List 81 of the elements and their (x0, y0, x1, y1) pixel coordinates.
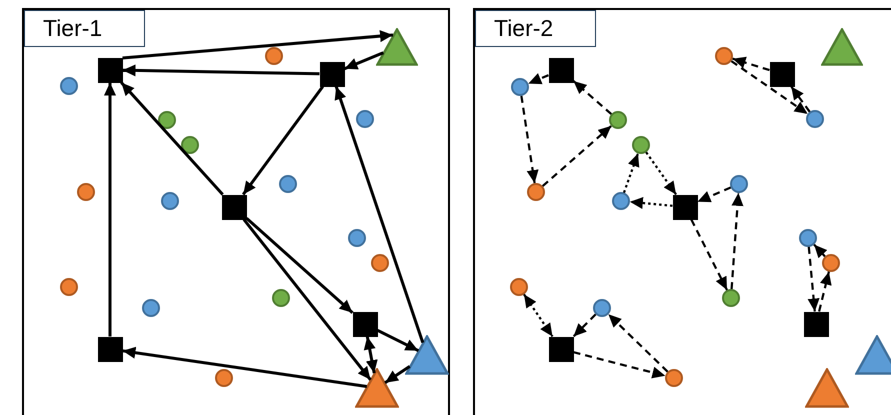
circle-node (77, 183, 95, 201)
circle-node (161, 192, 179, 210)
arrow (573, 351, 666, 378)
arrow (120, 82, 224, 196)
arrow (528, 73, 549, 85)
square-node (770, 62, 794, 86)
triangle-node (355, 368, 399, 408)
circle-node (142, 299, 160, 317)
arrow (364, 336, 378, 374)
arrow (376, 328, 420, 352)
triangle-node (376, 28, 418, 66)
arrow (645, 152, 677, 196)
circle-node (632, 136, 650, 154)
square-node (548, 336, 574, 362)
arrow (818, 271, 832, 312)
arrow (384, 365, 411, 384)
panel-title: Tier-1 (24, 10, 145, 47)
square-node (98, 336, 122, 362)
circle-node (215, 369, 233, 387)
arrow (730, 192, 744, 290)
arrow (122, 346, 368, 388)
square-node (320, 62, 344, 86)
arrow (572, 314, 596, 338)
circle-node (181, 136, 199, 154)
arrow (242, 86, 324, 196)
tier-panel (22, 8, 450, 415)
arrow (572, 80, 612, 115)
square-node (804, 312, 828, 336)
arrow (697, 186, 732, 203)
circle-node (265, 47, 283, 65)
square-node (222, 194, 246, 220)
arrow (690, 219, 728, 290)
circle-node (60, 77, 78, 95)
arrow (246, 217, 354, 314)
arrow (344, 51, 384, 70)
circle-node (609, 111, 627, 129)
arrow (122, 30, 394, 60)
circle-node (527, 183, 545, 201)
triangle-node (855, 335, 891, 375)
circle-node (279, 175, 297, 193)
circle-node (60, 278, 78, 296)
circle-node (272, 289, 290, 307)
circle-node (593, 299, 611, 317)
panel-title: Tier-2 (475, 10, 596, 47)
arrow (730, 60, 808, 115)
square-node (98, 58, 122, 82)
arrow (122, 64, 320, 76)
arrow (242, 218, 372, 381)
arrow (104, 82, 116, 336)
triangle-node (805, 368, 849, 408)
arrow (808, 246, 820, 312)
square-node (352, 312, 378, 336)
arrow (622, 153, 640, 193)
arrow (813, 244, 828, 258)
circle-node (799, 229, 817, 247)
circle-node (356, 110, 374, 128)
triangle-node (405, 335, 449, 375)
arrow (334, 86, 424, 344)
arrow (542, 125, 612, 187)
arrow (523, 294, 554, 338)
circle-node (722, 289, 740, 307)
arrow (608, 314, 668, 372)
circle-node (158, 111, 176, 129)
arrow (790, 86, 811, 112)
circle-node (510, 278, 528, 296)
square-node (548, 58, 574, 82)
arrow (520, 96, 539, 184)
tier-panel (473, 8, 891, 415)
circle-node (806, 110, 824, 128)
circle-node (511, 78, 529, 96)
circle-node (371, 254, 389, 272)
arrow (732, 56, 770, 72)
circle-node (665, 369, 683, 387)
circle-node (822, 254, 840, 272)
arrow (630, 197, 673, 209)
square-node (672, 194, 698, 220)
circle-node (348, 229, 366, 247)
circle-node (730, 175, 748, 193)
circle-node (612, 192, 630, 210)
circle-node (715, 47, 733, 65)
triangle-node (821, 28, 863, 66)
